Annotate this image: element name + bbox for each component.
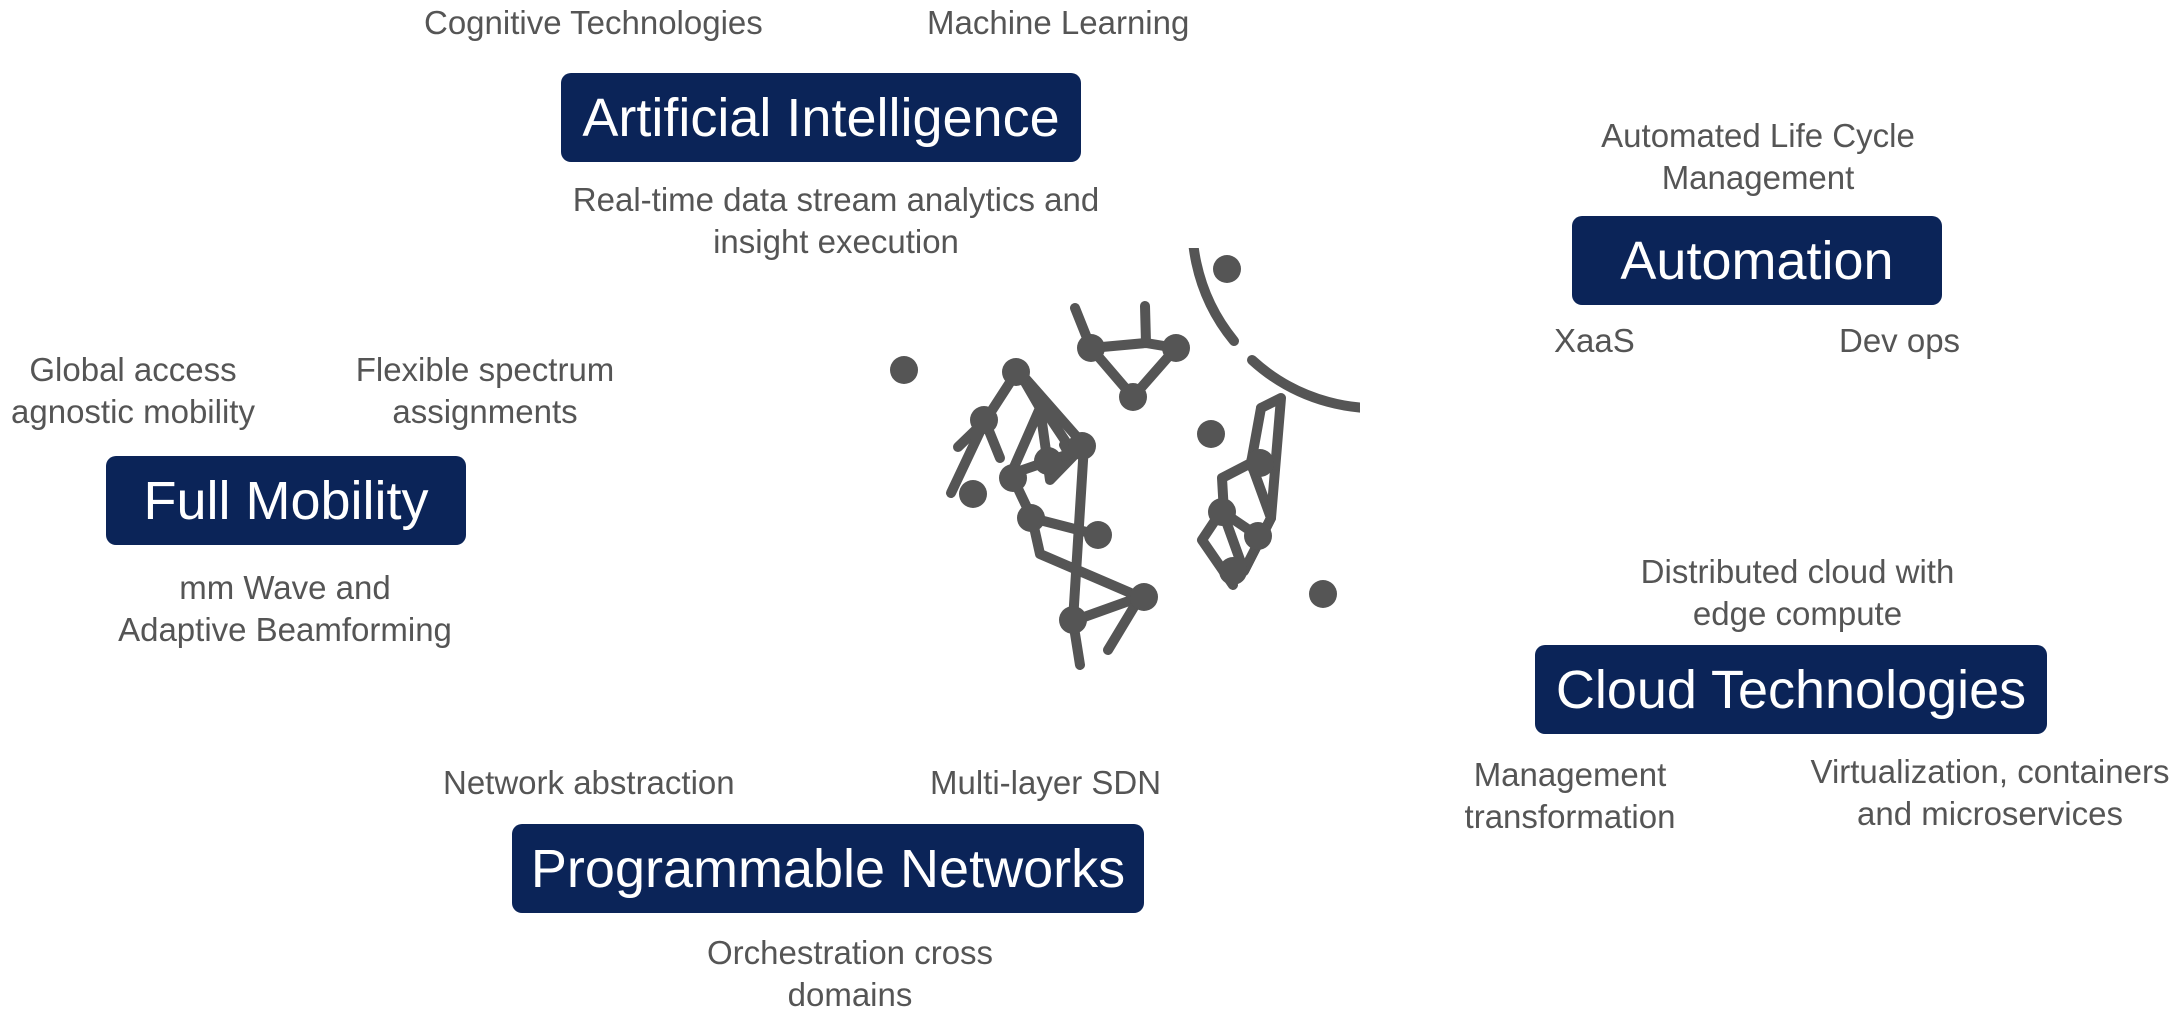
cloud-note-virtualization: Virtualization, containers and microserv… — [1800, 751, 2180, 835]
mobility-note-global-access: Global access agnostic mobility — [2, 349, 264, 433]
cloud-note-distributed-line1: Distributed cloud with — [1640, 553, 1955, 590]
automation-note-lifecycle-line2: Management — [1661, 159, 1855, 196]
cloud-title: Cloud Technologies — [1535, 645, 2047, 734]
mobility-note-mmwave: mm Wave and Adaptive Beamforming — [100, 567, 470, 651]
mobility-note-spectrum-line2: assignments — [392, 393, 578, 430]
cloud-note-virtualization-line1: Virtualization, containers — [1810, 753, 2170, 790]
ai-title: Artificial Intelligence — [561, 73, 1081, 162]
cloud-note-management-line1: Management — [1473, 756, 1667, 793]
cloud-note-management: Management transformation — [1445, 754, 1695, 838]
mobility-note-spectrum: Flexible spectrum assignments — [340, 349, 630, 433]
cloud-note-management-line2: transformation — [1464, 798, 1676, 835]
mobility-title: Full Mobility — [106, 456, 466, 545]
cloud-note-distributed-line2: edge compute — [1692, 595, 1903, 632]
ai-note-cognitive: Cognitive Technologies — [424, 4, 763, 41]
globe-network-icon — [890, 248, 1360, 670]
mobility-note-global-access-line1: Global access — [29, 351, 237, 388]
mobility-note-global-access-line2: agnostic mobility — [11, 393, 255, 430]
automation-title: Automation — [1572, 216, 1942, 305]
mobility-note-mmwave-line1: mm Wave and — [179, 569, 391, 606]
ai-note-machine-learning: Machine Learning — [927, 4, 1190, 41]
mobility-note-spectrum-line1: Flexible spectrum — [355, 351, 615, 388]
networks-note-sdn: Multi-layer SDN — [930, 764, 1162, 801]
networks-note-orchestration-line2: domains — [787, 976, 913, 1013]
automation-note-lifecycle: Automated Life Cycle Management — [1558, 115, 1958, 199]
mobility-note-mmwave-line2: Adaptive Beamforming — [118, 611, 452, 648]
cloud-note-distributed: Distributed cloud with edge compute — [1610, 551, 1985, 635]
networks-note-abstraction: Network abstraction — [443, 764, 735, 801]
automation-note-devops: Dev ops — [1839, 322, 1961, 359]
ai-note-realtime: Real-time data stream analytics and insi… — [556, 179, 1116, 263]
networks-note-orchestration: Orchestration cross domains — [650, 932, 1050, 1016]
automation-note-xaas: XaaS — [1554, 322, 1635, 359]
networks-note-orchestration-line1: Orchestration cross — [706, 934, 994, 971]
cloud-note-virtualization-line2: and microservices — [1857, 795, 2123, 832]
networks-title: Programmable Networks — [512, 824, 1144, 913]
ai-note-realtime-line2: insight execution — [713, 223, 959, 260]
automation-note-lifecycle-line1: Automated Life Cycle — [1601, 117, 1915, 154]
ai-note-realtime-line1: Real-time data stream analytics and — [572, 181, 1100, 218]
